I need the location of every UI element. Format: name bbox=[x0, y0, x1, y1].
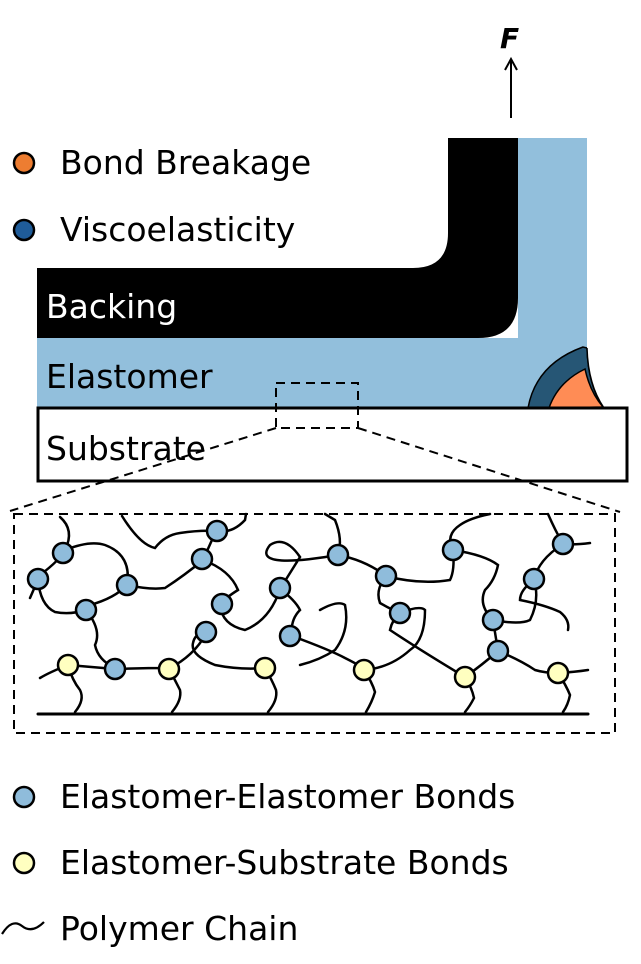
zoom-detail-box bbox=[13, 513, 616, 734]
elastomer-label: Elastomer bbox=[46, 357, 213, 396]
backing-layer bbox=[37, 138, 518, 338]
elastomer-elastomer-bond bbox=[388, 601, 412, 625]
crack-opening bbox=[587, 340, 641, 408]
elastomer-elastomer-bond bbox=[205, 519, 229, 543]
backing-label: Backing bbox=[46, 287, 177, 326]
elastomer-elastomer-bond bbox=[374, 564, 398, 588]
light-yellow-dot-icon bbox=[12, 851, 36, 875]
elastomer-elastomer-bond bbox=[194, 620, 218, 644]
zoom-line-right bbox=[357, 427, 621, 513]
zoom-indicator bbox=[9, 382, 621, 734]
crack-tip bbox=[527, 340, 641, 409]
legend-polymer-chain: Polymer Chain bbox=[60, 909, 298, 948]
elastomer-elastomer-bond bbox=[486, 639, 510, 663]
legend-viscoelasticity: Viscoelasticity bbox=[60, 210, 295, 249]
wave-icon bbox=[1, 921, 45, 935]
elastomer-elastomer-bond bbox=[278, 624, 302, 648]
elastomer-substrate-bond bbox=[253, 656, 277, 680]
elastomer-substrate-bond bbox=[546, 661, 570, 685]
elastomer-layer bbox=[37, 138, 587, 410]
force-label: F bbox=[500, 22, 519, 55]
elastomer-elastomer-bond bbox=[210, 592, 234, 616]
legend-bond-breakage: Bond Breakage bbox=[60, 143, 311, 182]
elastomer-elastomer-bond bbox=[103, 657, 127, 681]
substrate-label: Substrate bbox=[46, 429, 206, 468]
legend-elastomer-elastomer: Elastomer-Elastomer Bonds bbox=[60, 777, 515, 816]
elastomer-substrate-bond bbox=[56, 653, 80, 677]
elastomer-substrate-bond bbox=[157, 657, 181, 681]
elastomer-elastomer-bond bbox=[26, 567, 50, 591]
zoom-line-left bbox=[9, 427, 277, 512]
blue-dot-icon bbox=[12, 218, 36, 242]
substrate-layer bbox=[36, 406, 629, 483]
light-blue-dot-icon bbox=[12, 785, 36, 809]
elastomer-elastomer-bond bbox=[481, 608, 505, 632]
elastomer-elastomer-bond bbox=[326, 543, 350, 567]
elastomer-elastomer-bond bbox=[441, 538, 465, 562]
elastomer-elastomer-bond bbox=[115, 573, 139, 597]
elastomer-elastomer-bond bbox=[190, 547, 214, 571]
polymer-chains bbox=[28, 512, 592, 716]
elastomer-elastomer-bond bbox=[268, 576, 292, 600]
elastomer-substrate-bond bbox=[453, 665, 477, 689]
zoom-region-box bbox=[275, 382, 359, 429]
elastomer-elastomer-bond bbox=[551, 532, 575, 556]
elastomer-elastomer-bond bbox=[522, 567, 546, 591]
legend-elastomer-substrate: Elastomer-Substrate Bonds bbox=[60, 843, 509, 882]
elastomer-elastomer-bond bbox=[51, 541, 75, 565]
network-bonds bbox=[26, 519, 575, 689]
orange-dot-icon bbox=[12, 151, 36, 175]
elastomer-substrate-bond bbox=[352, 658, 376, 682]
elastomer-elastomer-bond bbox=[74, 598, 98, 622]
force-arrow-icon bbox=[504, 56, 518, 118]
bond-breakage-zone bbox=[547, 367, 605, 409]
